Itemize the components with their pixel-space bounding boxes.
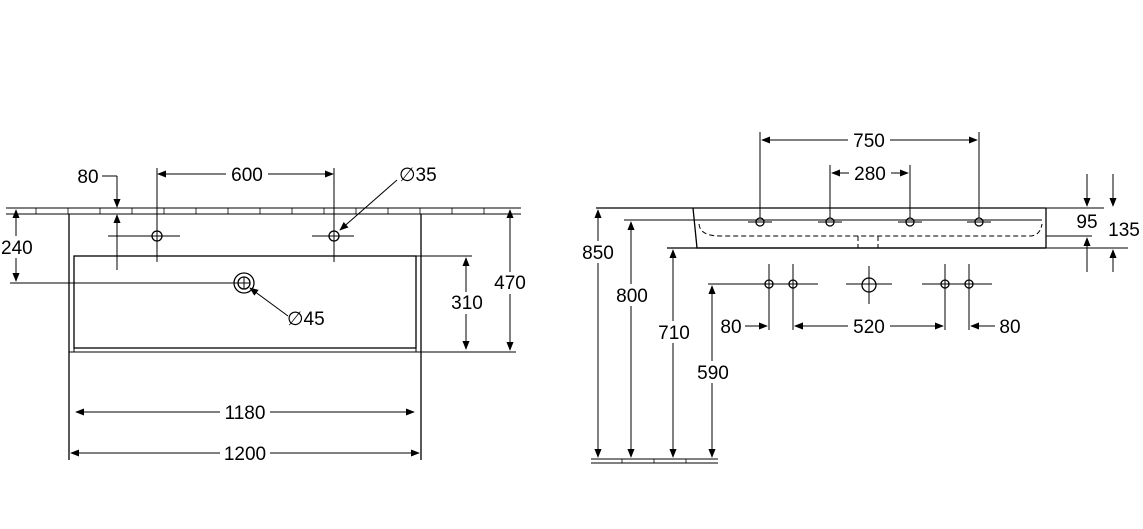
dimension-850-label: 850 [582,243,614,264]
dimension-240-label: 240 [1,238,33,259]
hole-4 [967,217,991,227]
dimension-800: 800 [613,219,697,458]
dimension-280-label: 280 [854,164,886,185]
dimension-35: ∅35 [339,165,437,231]
dimension-710-label: 710 [658,323,690,344]
dimension-310-label: 310 [451,293,483,314]
dimension-135: 135 [1046,174,1142,272]
dimension-80-left-label: 80 [720,317,741,338]
basin-outline [68,214,422,460]
dimension-1200-label: 1200 [224,444,266,465]
dimension-135-label: 135 [1108,220,1140,241]
dimension-800-label: 800 [616,286,648,307]
dimension-80-left: 80 [720,317,815,338]
hole-3 [898,217,922,227]
wall-hole-drain [861,266,877,304]
wall-hole-2 [788,264,798,330]
dimension-470: 470 [421,209,530,353]
front-view: 600 80 ∅35 240 310 [0,162,530,465]
dimension-600-label: 600 [231,165,263,186]
floor [591,458,718,464]
countertop-slab [596,207,1047,249]
dimension-750: 750 [759,128,980,218]
dimension-35-label: ∅35 [399,165,437,186]
tap-hole-right [312,168,354,262]
tap-hole-left [108,168,180,262]
dimension-710: 710 [655,249,693,458]
dimension-1180: 1180 [75,400,415,424]
wall-hole-4 [964,264,974,330]
dimension-1200: 1200 [70,441,420,465]
dimension-95-label: 95 [1076,212,1097,233]
hole-1 [748,217,772,227]
dimension-45-label: ∅45 [287,309,325,330]
dimension-470-label: 470 [494,273,526,294]
wall-holes [708,264,992,330]
dimension-80-front: 80 [77,167,121,270]
hole-2 [818,217,842,227]
dimension-80-right: 80 [970,317,1021,338]
dimension-80-front-label: 80 [77,167,98,188]
dimension-520-label: 520 [853,317,885,338]
dimension-310: 310 [416,255,486,350]
dimension-750-label: 750 [853,131,885,152]
wall-hole-3 [940,264,950,330]
wall-hole-1 [764,264,774,330]
dimension-240: 240 [0,209,240,284]
dimension-280: 280 [829,161,911,218]
wall-band [6,207,521,215]
side-view: 750 280 80 [580,128,1142,464]
dimension-600: 600 [157,162,334,186]
dimension-45: ∅45 [249,287,325,330]
dimension-80-right-label: 80 [999,317,1020,338]
dimension-520: 520 [794,314,944,338]
dimension-1180-label: 1180 [225,403,266,424]
top-holes [748,217,991,227]
dimension-590-label: 590 [697,363,729,384]
dimension-850: 850 [580,209,618,458]
dimension-590: 590 [694,285,732,458]
dimension-95: 95 [1046,174,1104,272]
